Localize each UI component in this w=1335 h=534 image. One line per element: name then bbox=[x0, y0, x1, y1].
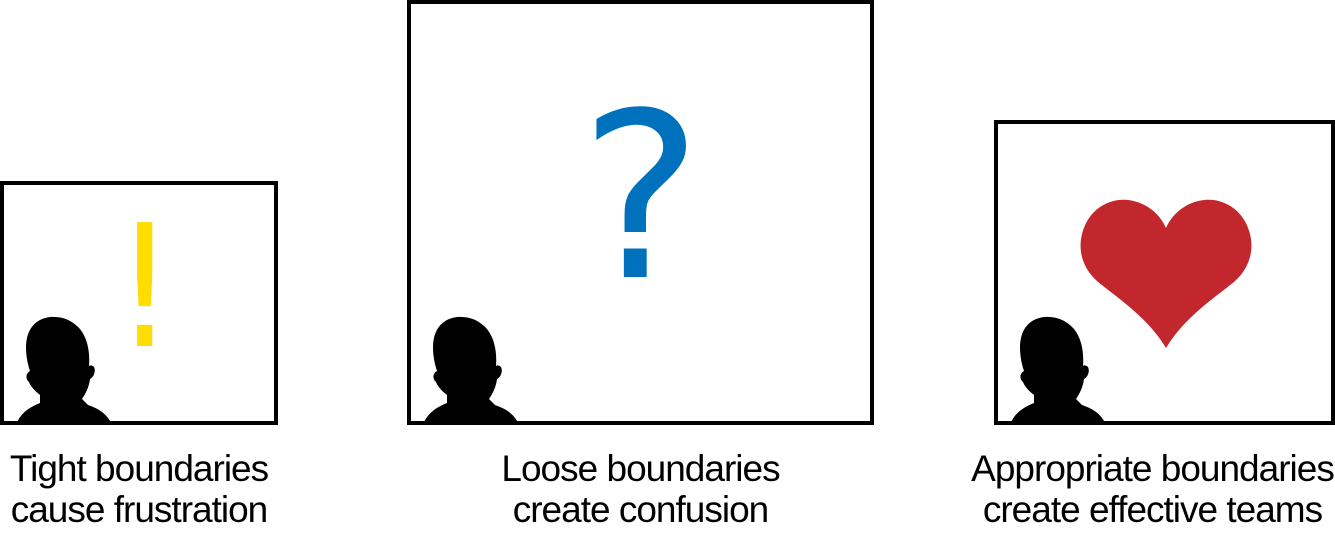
loose-boundaries-caption: Loose boundaries create confusion bbox=[407, 448, 874, 530]
person-silhouette-icon bbox=[424, 316, 518, 421]
question-mark-icon: ? bbox=[579, 65, 703, 332]
loose-boundaries-box: ? bbox=[407, 0, 874, 425]
caption-line: Loose boundaries bbox=[501, 448, 780, 489]
caption-line: cause frustration bbox=[10, 489, 269, 530]
caption-line: Tight boundaries bbox=[9, 448, 269, 489]
tight-boundaries-box: ! bbox=[0, 181, 278, 425]
heart-icon bbox=[1080, 199, 1252, 348]
appropriate-boundaries-box bbox=[994, 120, 1335, 425]
person-silhouette-icon bbox=[1011, 316, 1105, 421]
exclamation-icon: ! bbox=[114, 189, 176, 387]
caption-line: create confusion bbox=[512, 489, 770, 530]
person-silhouette-icon bbox=[17, 316, 111, 421]
tight-boundaries-caption: Tight boundaries cause frustration bbox=[0, 448, 278, 530]
appropriate-boundaries-caption: Appropriate boundaries create effective … bbox=[970, 448, 1335, 530]
caption-line: Appropriate boundaries bbox=[971, 448, 1335, 489]
caption-line: create effective teams bbox=[982, 489, 1323, 530]
